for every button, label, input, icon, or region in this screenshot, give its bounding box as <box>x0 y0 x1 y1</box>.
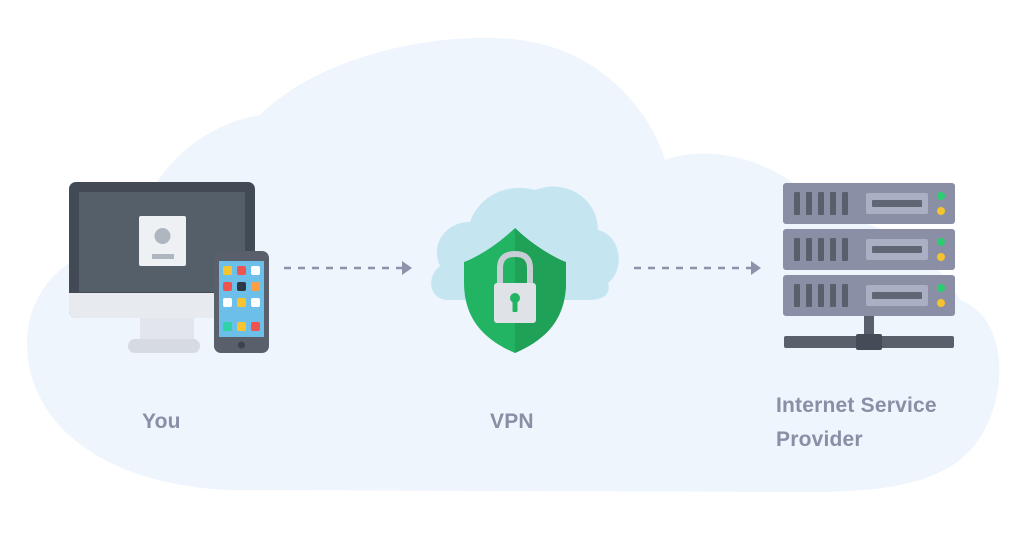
user-card-icon <box>139 216 186 266</box>
server-unit <box>783 229 955 270</box>
label-you: You <box>142 410 181 433</box>
you-node-icon <box>69 182 269 353</box>
server-unit <box>783 275 955 316</box>
arrow-you-to-vpn <box>284 261 412 275</box>
desktop-monitor-icon <box>69 182 255 353</box>
server-unit <box>783 183 955 224</box>
arrow-vpn-to-isp <box>634 261 761 275</box>
label-isp-line2: Provider <box>776 428 863 451</box>
label-vpn: VPN <box>490 410 534 433</box>
vpn-node-icon <box>431 186 619 353</box>
shield-lock-icon <box>464 228 566 353</box>
label-isp: Internet Service Provider <box>776 389 937 457</box>
smartphone-icon <box>214 251 269 353</box>
label-isp-line1: Internet Service <box>776 394 937 417</box>
server-rack-icon <box>783 183 955 350</box>
